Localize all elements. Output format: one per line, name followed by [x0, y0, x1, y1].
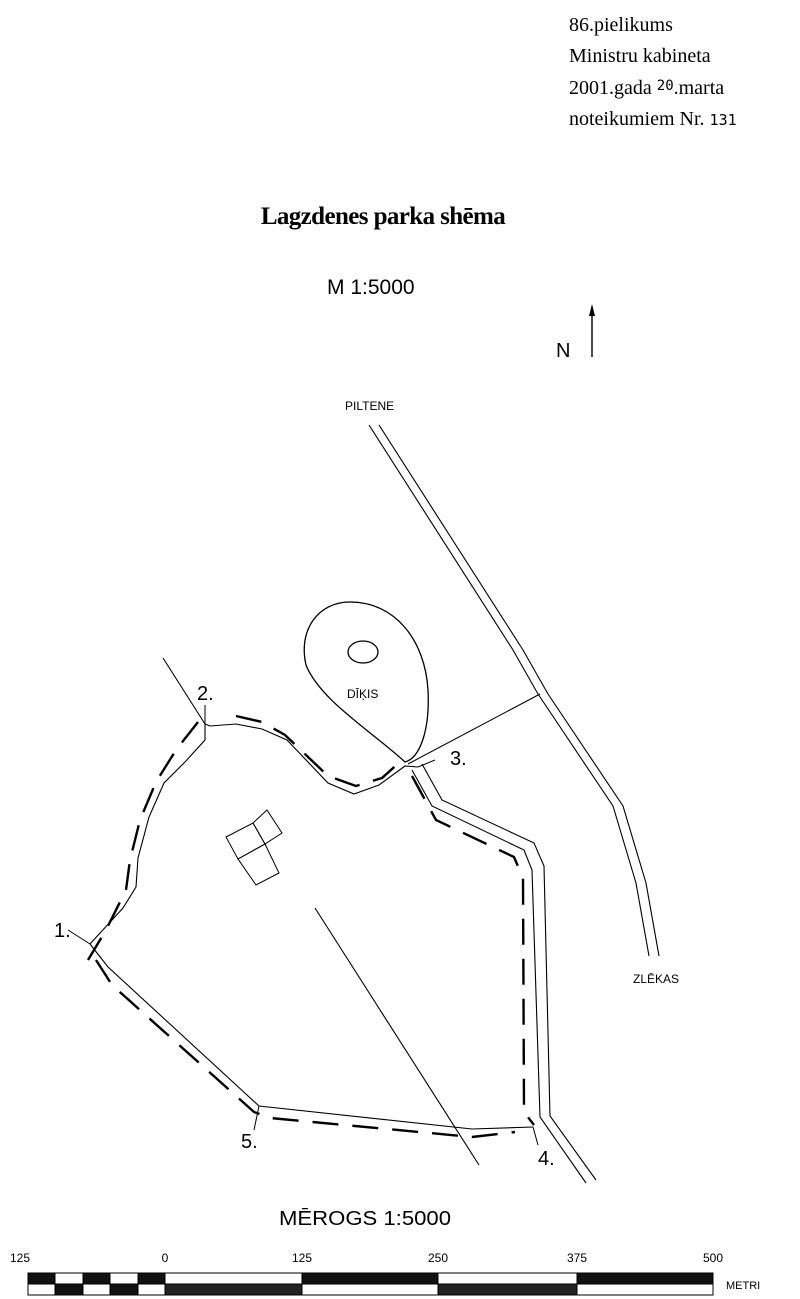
map-scale-label: M 1:5000 — [327, 276, 415, 299]
annex-number: 86.pielikums — [569, 14, 673, 36]
north-arrow-icon — [589, 304, 595, 357]
scale-tick-label: 500 — [703, 1251, 723, 1265]
point-leaders — [67, 705, 539, 1146]
point-label-1: 1. — [54, 920, 71, 942]
side-path — [407, 693, 541, 765]
road-label-zlekas: ZLĒKAS — [633, 972, 679, 986]
annex-issuer: Ministru kabineta — [569, 44, 711, 67]
internal-road — [411, 763, 597, 1184]
scale-bar-title: MĒROGS 1:5000 — [279, 1207, 451, 1230]
scale-bar — [27, 1272, 714, 1296]
point-label-4: 4. — [538, 1148, 555, 1170]
park-boundary — [89, 657, 534, 1166]
point-label-3: 3. — [450, 748, 467, 770]
annex-reference: 86.pielikums Ministru kabineta 2001.gada… — [569, 10, 737, 135]
point-label-2: 2. — [197, 683, 214, 705]
pond-label: DĪĶIS — [347, 687, 378, 701]
road-label-piltene: PILTENE — [345, 399, 394, 413]
annex-regulation: noteikumiem Nr. 131 — [569, 107, 737, 130]
north-label: N — [556, 340, 570, 362]
protection-zone-dashed-line — [86, 714, 535, 1139]
scale-tick-label: 125 — [292, 1251, 312, 1265]
page-title: Lagzdenes parka shēma — [260, 203, 506, 230]
point-label-5: 5. — [241, 1131, 258, 1153]
scale-tick-label: 125 — [10, 1251, 30, 1265]
main-road — [368, 424, 660, 957]
pond — [303, 601, 429, 763]
building — [225, 809, 283, 886]
scale-tick-label: 375 — [567, 1251, 587, 1265]
scale-bar-unit: METRI — [726, 1280, 760, 1292]
scale-tick-label: 250 — [428, 1251, 448, 1265]
annex-date: 2001.gada 20.marta — [569, 77, 725, 99]
scale-tick-label: 0 — [162, 1251, 169, 1265]
